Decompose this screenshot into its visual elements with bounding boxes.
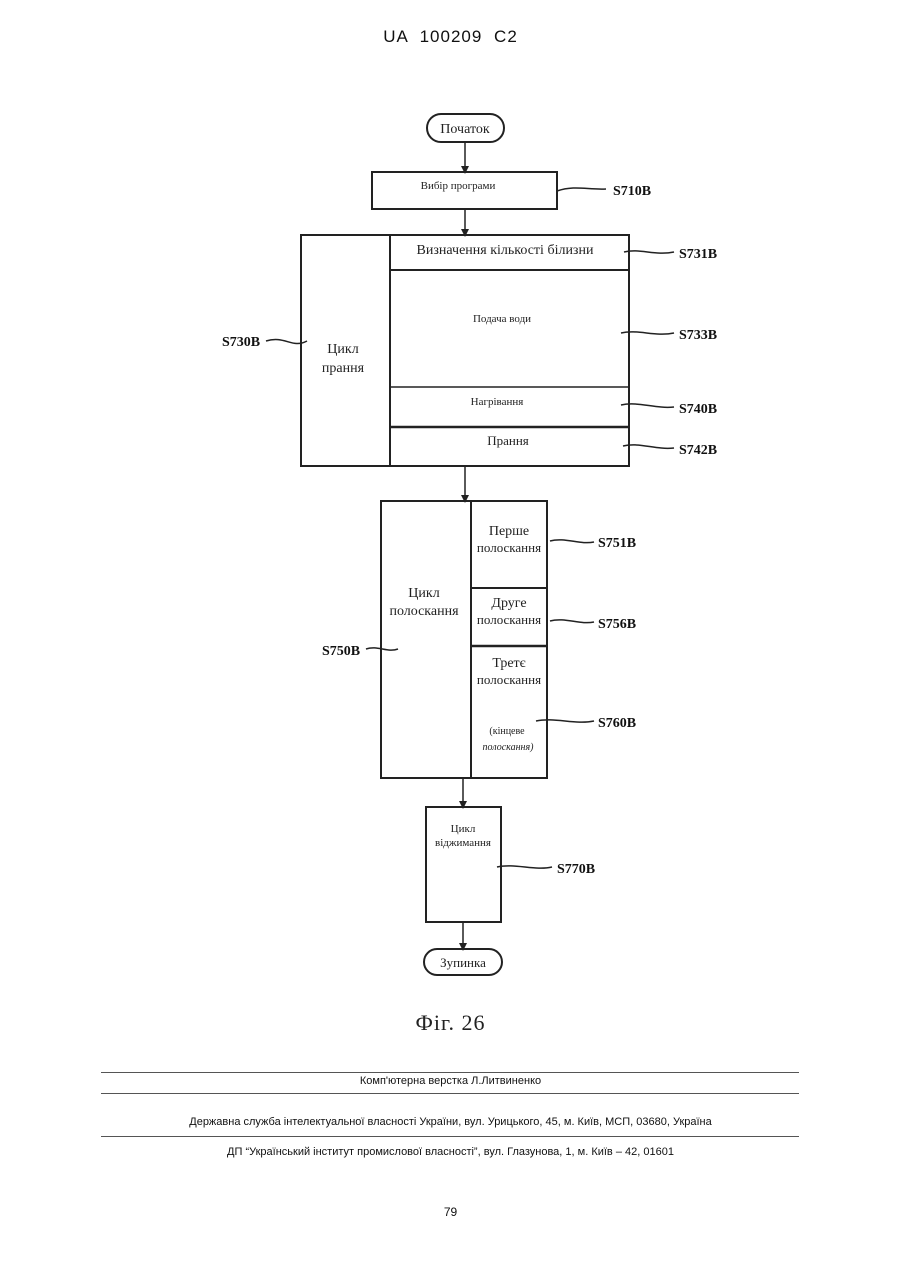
stop-terminal: Зупинка — [424, 949, 502, 975]
label-s750b: S750B — [322, 644, 360, 659]
rinse-cycle-label-2: полоскання — [389, 604, 459, 619]
start-terminal: Початок — [427, 114, 504, 142]
wash-cycle-label-1: Цикл — [327, 342, 358, 357]
wash-cycle-label-2: прання — [322, 361, 365, 376]
divider-top — [101, 1072, 799, 1073]
spin-cycle-box: Цикл віджимання — [426, 807, 501, 922]
institute-address: ДП “Український інститут промислової вла… — [0, 1146, 901, 1158]
first-rinse-label-2: полоскання — [477, 540, 541, 555]
washing-label: Прання — [487, 433, 529, 448]
label-s740b: S740B — [679, 402, 717, 417]
water-supply-label: Подача води — [473, 313, 531, 325]
rinse-cycle-block: Цикл полоскання Перше полоскання Друге п… — [381, 501, 547, 778]
select-program-label: Вибір програми — [421, 180, 496, 192]
rinse-cycle-label-1: Цикл — [408, 586, 439, 601]
select-program-box: Вибір програми — [372, 172, 557, 209]
third-rinse-label-1: Третє — [492, 656, 525, 671]
figure-caption: Фіг. 26 — [0, 1010, 901, 1036]
label-s731b: S731B — [679, 247, 717, 262]
layout-credit: Комп'ютерна верстка Л.Литвиненко — [0, 1075, 901, 1087]
wash-cycle-block: Цикл прання Визначення кількості білизни… — [301, 235, 629, 466]
second-rinse-label-2: полоскання — [477, 612, 541, 627]
spin-cycle-label-2: віджимання — [435, 837, 491, 849]
heating-label: Нагрівання — [471, 396, 524, 408]
page-number: 79 — [0, 1205, 901, 1219]
stop-label: Зупинка — [440, 955, 486, 970]
label-s710b: S710B — [613, 184, 651, 199]
divider-middle — [101, 1093, 799, 1094]
divider-bottom — [101, 1136, 799, 1137]
determine-laundry-label: Визначення кількості білизни — [417, 243, 594, 258]
spin-cycle-label-1: Цикл — [451, 823, 476, 835]
label-s770b: S770B — [557, 862, 595, 877]
third-rinse-label-2: полоскання — [477, 672, 541, 687]
start-label: Початок — [440, 122, 490, 137]
third-rinse-note-2: полоскання) — [482, 742, 534, 753]
label-s733b: S733B — [679, 328, 717, 343]
label-s756b: S756B — [598, 617, 636, 632]
label-s760b: S760B — [598, 716, 636, 731]
label-s751b: S751B — [598, 536, 636, 551]
second-rinse-label-1: Друге — [491, 596, 526, 611]
label-s742b: S742B — [679, 443, 717, 458]
first-rinse-label-1: Перше — [489, 524, 529, 539]
label-s730b: S730B — [222, 335, 260, 350]
agency-address: Державна служба інтелектуальної власност… — [0, 1116, 901, 1128]
third-rinse-note-1: (кінцеве — [489, 726, 525, 737]
